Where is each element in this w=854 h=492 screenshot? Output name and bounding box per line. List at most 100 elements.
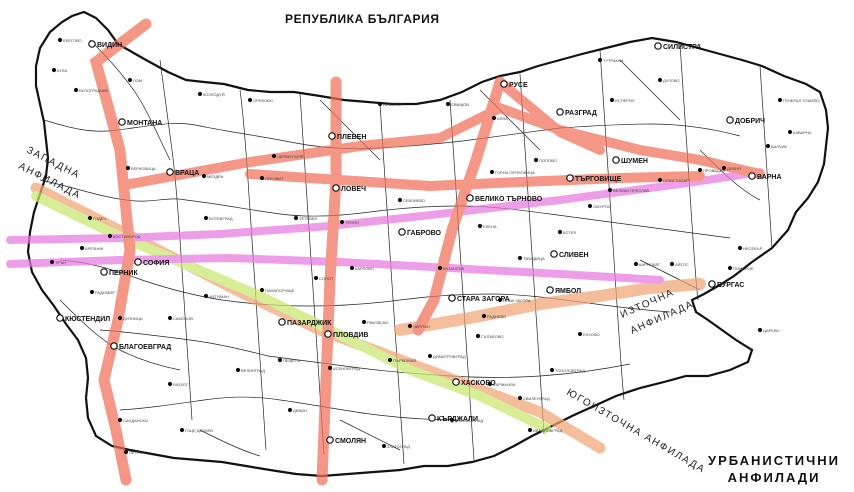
city-dot [203, 215, 209, 221]
city-marker: ГОРНА ОРЯХОВИЦА [489, 169, 535, 175]
city-marker: ГОДЕЧ [87, 215, 106, 221]
city-label: НОВИ ПАЗАР [663, 178, 689, 183]
city-dot [203, 293, 209, 299]
city-label: ПЛОВДИВ [333, 332, 368, 339]
city-dot [313, 275, 319, 281]
city-label: СОФИЯ [143, 260, 169, 267]
city-label: СЕВЛИЕВО [403, 198, 425, 203]
city-marker: КЮСТЕНДИЛ [56, 314, 110, 323]
city-marker: САНДАНСКИ [117, 417, 148, 423]
city-label: РАКОВСКИ [367, 320, 388, 325]
city-marker: ПЕРНИК [100, 268, 138, 277]
city-label: КОТЕЛ [563, 230, 577, 235]
city-dot [497, 297, 503, 303]
city-label: ЗЛАТОГРАД [387, 444, 410, 449]
city-label: БРЕЗНИК [85, 246, 104, 251]
city-marker: КОСТИНБРОД [107, 233, 141, 239]
city-dot [577, 331, 583, 337]
city-dot [550, 250, 558, 258]
city-dot [549, 367, 555, 373]
city-label: ПАНАГЮРИЩЕ [265, 288, 295, 293]
city-dot [657, 177, 663, 183]
city-marker: СЛИВЕН [550, 250, 589, 259]
city-label: АЙТОС [675, 262, 689, 267]
city-label: САНДАНСКИ [123, 418, 148, 423]
city-dot [481, 313, 487, 319]
city-dot [117, 315, 123, 321]
city-label: НЕСЕБЪР [743, 246, 763, 251]
city-dot [607, 187, 613, 193]
city-marker: НЕСЕБЪР [737, 245, 763, 251]
city-marker: ВАРНА [748, 172, 782, 181]
city-dot [349, 265, 355, 271]
city-marker: БЯЛА [491, 115, 508, 121]
city-marker: ЕЛЕНА [477, 223, 497, 229]
city-dot [327, 365, 333, 371]
city-label: СЛИВЕН [559, 252, 589, 259]
city-marker: ДУЛОВО [657, 77, 680, 83]
pink-lower-axis [6, 253, 664, 284]
city-dot [73, 87, 79, 93]
city-dot [654, 42, 662, 50]
east-orange-axis [394, 278, 706, 336]
city-dot [247, 97, 253, 103]
city-label: ДОБРИЧ [735, 118, 765, 125]
city-dot [445, 101, 451, 107]
city-label: ДЕВИН [293, 408, 307, 413]
city-dot [612, 156, 620, 164]
city-label: РАДОМИР [95, 290, 115, 295]
city-label: ТЕТЕВЕН [299, 216, 318, 221]
city-marker: ИХТИМАН [203, 293, 229, 299]
city-marker: ПЕЩЕРА [277, 357, 300, 363]
city-dot [726, 116, 734, 124]
city-label: ТВЪРДИЦА [523, 256, 545, 261]
city-dot [475, 333, 481, 339]
city-dot [107, 233, 113, 239]
city-dot [125, 165, 131, 171]
city-marker: БРЕГОВО [57, 37, 82, 43]
city-dot [566, 174, 574, 182]
city-label: КОЗЛОДУЙ [203, 92, 225, 97]
city-dot [100, 268, 108, 276]
city-marker: БЛАГОЕВГРАД [110, 342, 171, 351]
city-label: КЪРДЖАЛИ [437, 416, 478, 423]
city-label: ХАРМАНЛИ [493, 382, 515, 387]
city-marker: ВЕЛИНГРАД [235, 367, 265, 373]
city-dot [88, 40, 96, 48]
city-label: ЯМБОЛ [555, 288, 581, 295]
city-label: БЕЛОГРАДЧИК [79, 88, 109, 93]
city-dot [361, 319, 367, 325]
city-marker: ХАСКОВО [452, 378, 496, 387]
city-label: МЕЗДРА [207, 174, 223, 179]
city-label: ВИДИН [97, 42, 122, 49]
city-dot [527, 427, 533, 433]
city-marker: ЛОМ [127, 77, 142, 83]
city-label: ИВАЙЛОВГРАД [533, 428, 563, 433]
city-dot [110, 342, 118, 350]
city-dot [546, 286, 554, 294]
city-label: СИЛИСТРА [663, 44, 701, 51]
red-north-horizontal-axis [125, 102, 765, 189]
city-label: КАРНОБАТ [639, 262, 661, 267]
city-marker: ЗЛАТОГРАД [381, 443, 410, 449]
city-marker: ДИМИТРОВГРАД [427, 353, 466, 359]
city-dot [235, 367, 241, 373]
city-dot [166, 168, 174, 176]
city-dot [134, 258, 142, 266]
city-label: ВЕЛИНГРАД [241, 368, 265, 373]
city-label: ВАРНА [757, 174, 782, 181]
city-marker: АЙТОС [669, 261, 689, 267]
city-dot [633, 261, 639, 267]
city-marker: ТОПОЛОВГРАД [549, 367, 585, 373]
city-label: ЕЛЕНА [483, 224, 497, 229]
city-dot [407, 323, 413, 329]
corridor-label-southeast: ЮГОИЗТОЧНА АНФИЛАДА [565, 387, 708, 476]
pink-upper-axis [6, 168, 764, 244]
city-marker: СОПОТ [313, 275, 334, 281]
city-dot [727, 265, 733, 271]
city-dot [398, 228, 406, 236]
city-label: ГАБРОВО [407, 230, 442, 237]
city-label: ТРЪН [55, 260, 66, 265]
city-dot [557, 229, 563, 235]
city-marker: СВИЩОВ [445, 101, 469, 107]
